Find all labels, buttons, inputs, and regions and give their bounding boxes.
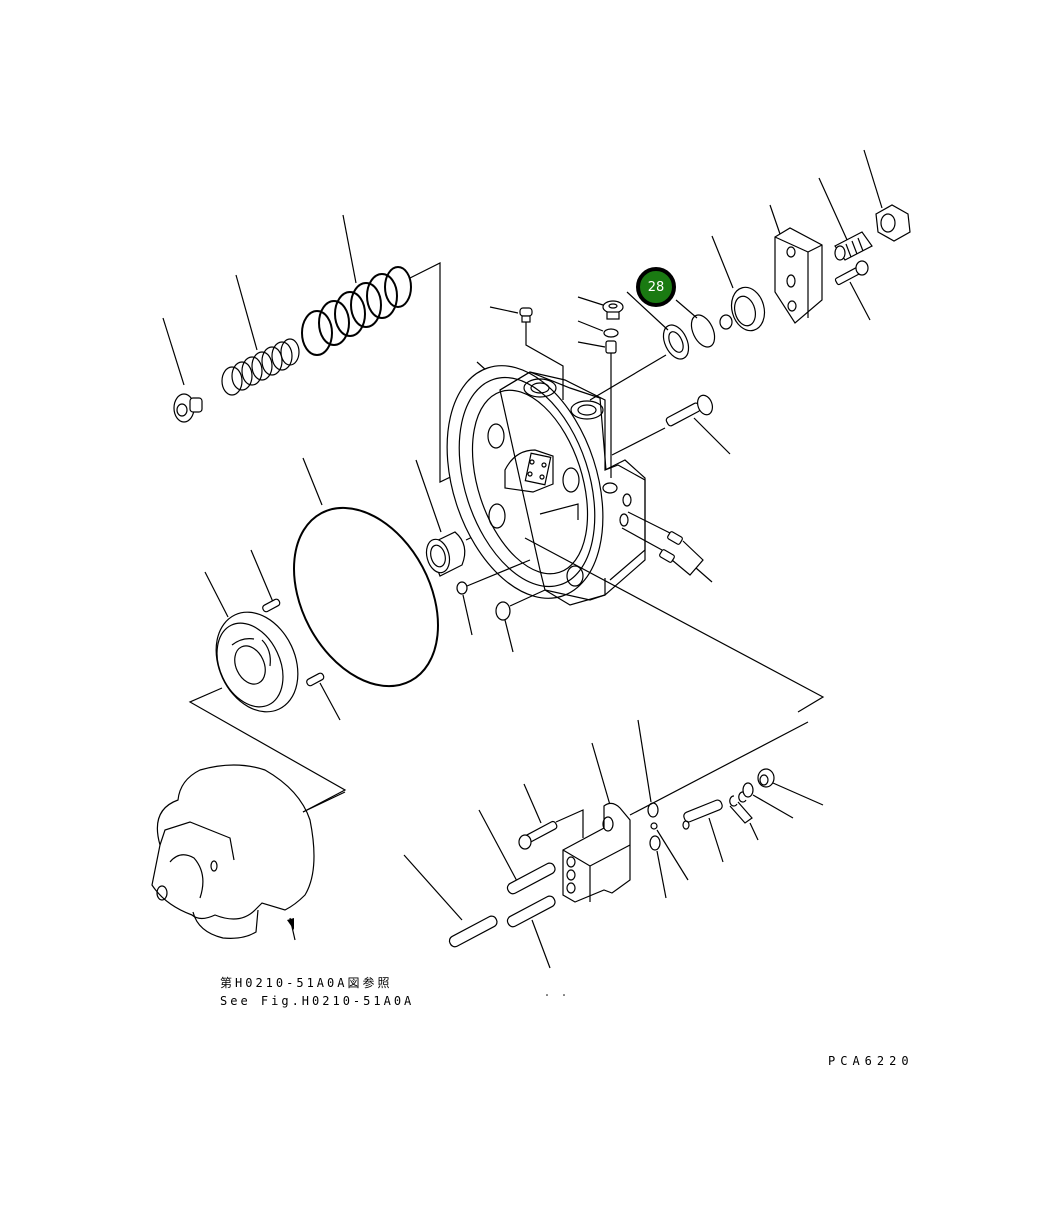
callout-badge-28[interactable]: 28 [636,267,676,307]
spring-seat-part [162,317,203,423]
socket-bolt-part [518,783,584,850]
set-screw-part [456,559,531,636]
valve-plate-part [188,571,347,813]
pilot-shaft-part [682,799,724,863]
figure-reference-note: 第H0210-51A0A図参照 See Fig.H0210-51A0A [220,974,414,1010]
o-ring-28-part [675,299,716,348]
cap-screw-part [834,260,871,321]
snap-ring-part [729,791,759,841]
inner-spring-part [221,274,300,396]
outer-spring-part [301,214,466,483]
dowel-pin-upper [250,549,281,613]
pin-rod-upper [478,809,556,895]
plug-part [489,306,564,400]
plug-head-part [577,296,624,320]
plug-pair-part [621,511,713,583]
callout-number: 28 [647,279,665,295]
drawing-code-label: PCA6220 [828,1054,914,1068]
seat-washer-part [589,291,690,401]
bracket-block-part [562,721,809,903]
motor-case-part [151,764,346,941]
needle-bearing-part [415,459,541,577]
lock-nut-part [863,149,911,242]
figure-reference-jp: 第H0210-51A0A図参照 [220,976,393,990]
small-o-ring-part [577,320,619,338]
valve-block-part [769,204,823,324]
adjust-screw-part [818,177,873,261]
dowel-pin-lower [306,672,341,721]
orifice-part [577,340,617,478]
pump-housing-part [446,361,825,713]
ball-part [495,589,546,653]
o-ring-set-part [637,719,689,899]
plug-cap-part [757,768,824,806]
pin-rod-long [403,854,498,948]
valve-piston-part [711,235,766,332]
housing-bolt-part [611,394,731,456]
stray-marks [546,994,565,996]
large-o-ring-part [293,457,439,688]
figure-reference-en: See Fig.H0210-51A0A [220,994,415,1008]
o-ring-small-part [742,782,794,819]
pin-rod-lower [506,895,556,969]
